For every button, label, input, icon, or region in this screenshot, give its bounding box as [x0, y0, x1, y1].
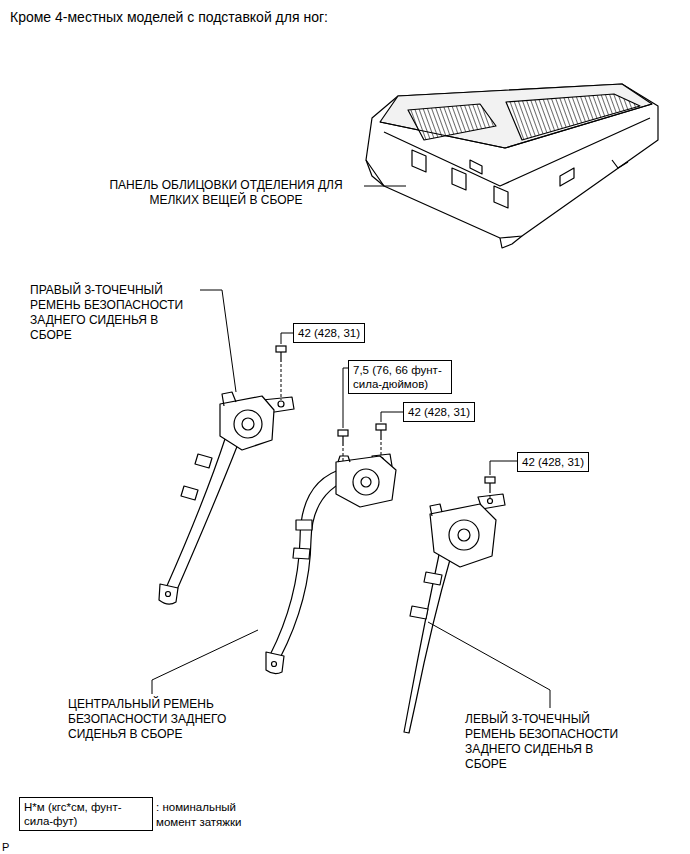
bolt-symbol: [276, 346, 286, 352]
panel-illustration: [612, 160, 628, 168]
left-belt-illustration: [404, 550, 451, 733]
legend-box: Н*м (кгс*см, фунт-сила-фут): номинальный…: [19, 797, 153, 831]
center-belt-illustration: [296, 520, 312, 530]
box-text: 42 (428, 31): [298, 326, 360, 340]
box-text: 7,5 (76, 66 фунт-сила-дюймов): [353, 363, 447, 391]
part-name: ПРАВЫЙ 3-ТОЧЕЧНЫЙ РЕМЕНЬ БЕЗОПАСНОСТИ ЗА…: [30, 283, 198, 343]
right-belt-illustration: [166, 592, 171, 597]
leader-line: [200, 290, 236, 392]
left-belt-illustration: [430, 504, 496, 567]
center-belt-illustration: [293, 548, 310, 559]
panel-illustration: [366, 84, 658, 238]
left-belt-illustration: [410, 606, 428, 619]
leader-line: [152, 186, 550, 708]
left-belt-illustration: [458, 529, 470, 541]
install-direction-line: [343, 448, 344, 462]
bolt-symbol: [489, 483, 490, 493]
torque-box: 42 (428, 31): [293, 323, 365, 343]
center-belt-illustration: [338, 456, 350, 462]
right-belt-illustration: [195, 454, 212, 468]
part-name: ЦЕНТРАЛЬНЫЙ РЕМЕНЬ БЕЗОПАСНОСТИ ЗАДНЕГО …: [68, 697, 228, 742]
torque-box: 42 (428, 31): [517, 452, 589, 472]
left-belt-illustration: [488, 499, 493, 504]
panel-illustration: [384, 118, 650, 186]
bolt-symbol: [280, 352, 281, 362]
center-belt-illustration: [266, 652, 284, 674]
left-belt-illustration: [430, 504, 442, 516]
leader-line: [152, 630, 258, 694]
install-direction-line: [490, 495, 491, 498]
center-belt-illustration: [336, 456, 396, 507]
left-belt-illustration: [449, 520, 479, 550]
center-belt-illustration: [353, 469, 379, 495]
right-belt-illustration: [278, 401, 284, 407]
panel-illustration: [366, 84, 658, 248]
part-name: ЛЕВЫЙ 3-ТОЧЕЧНЫЙ РЕМЕНЬ БЕЗОПАСНОСТИ ЗАД…: [465, 712, 633, 772]
panel-illustration: [408, 104, 496, 140]
panel-illustration: [494, 186, 508, 208]
page-mark: P: [2, 840, 22, 854]
panel-illustration: [452, 168, 466, 190]
bolt-symbol: [276, 346, 495, 493]
bolt-symbol: [342, 436, 343, 446]
box-text: 42 (428, 31): [408, 405, 470, 419]
bolt-symbol: [338, 430, 348, 436]
part-name: ПАНЕЛЬ ОБЛИЦОВКИ ОТДЕЛЕНИЯ ДЛЯ МЕЛКИХ ВЕ…: [90, 178, 362, 208]
left-belt-illustration: [424, 572, 442, 585]
install-direction-line: [381, 442, 382, 456]
bolt-symbol: [376, 424, 386, 430]
bolt-symbol: [380, 430, 381, 440]
panel-illustration: [506, 94, 640, 140]
leader-line: [364, 186, 406, 187]
box-text: Н*м (кгс*см, фунт-сила-фут): [24, 800, 148, 828]
bolt-symbol: [485, 477, 495, 483]
panel-illustration: [380, 84, 652, 148]
legend-text: : номинальный момент затяжки: [156, 800, 266, 830]
leader-line: [281, 333, 293, 344]
panel-illustration: [412, 150, 426, 172]
panel-illustration: [470, 160, 482, 174]
center-belt-illustration: [361, 477, 371, 487]
leader-line: [428, 622, 550, 708]
center-belt-illustration: [272, 662, 277, 667]
torque-box: 42 (428, 31): [403, 402, 475, 422]
left-belt-illustration: [404, 494, 505, 733]
panel-illustration: [366, 160, 384, 186]
box-text: 42 (428, 31): [522, 455, 584, 469]
panel-illustration: [500, 236, 522, 248]
torque-box: 7,5 (76, 66 фунт-сила-дюймов): [348, 360, 452, 394]
install-direction-line: [281, 364, 282, 400]
right-belt-illustration: [181, 486, 198, 500]
center-belt-illustration: [266, 454, 396, 674]
panel-illustration: [560, 168, 574, 186]
diagram-title: Кроме 4-местных моделей с подставкой для…: [10, 9, 328, 26]
right-belt-illustration: [234, 410, 262, 438]
leader-line: [381, 412, 403, 422]
right-belt-illustration: [242, 418, 254, 430]
install-direction-line: [281, 364, 490, 498]
right-belt-illustration: [159, 584, 178, 604]
right-belt-illustration: [220, 396, 274, 450]
panel-illustration: [380, 104, 652, 148]
right-belt-illustration: [166, 436, 238, 592]
leader-line: [490, 461, 517, 475]
right-belt-illustration: [222, 392, 236, 406]
right-belt-illustration: [159, 392, 294, 604]
